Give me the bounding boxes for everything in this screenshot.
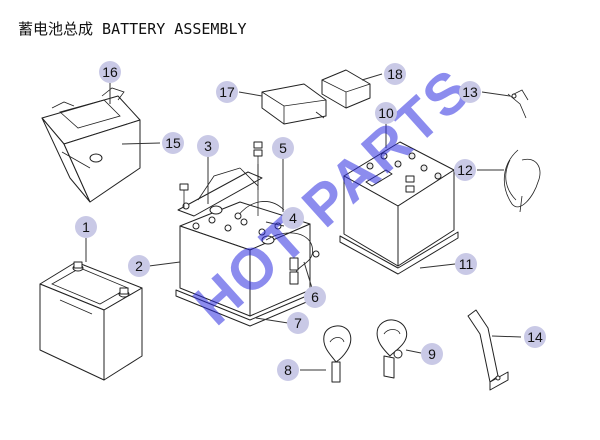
title-english: BATTERY ASSEMBLY [102, 20, 247, 38]
callout-13-number: 13 [462, 84, 478, 100]
terminal-clip-part-13 [507, 89, 529, 119]
callout-5: 5 [272, 137, 294, 159]
callout-12-number: 12 [457, 162, 473, 178]
callout-16: 16 [99, 61, 121, 83]
battery-tray-part [41, 87, 141, 203]
terminal-cover-part-18 [321, 69, 371, 109]
callout-17-number: 17 [219, 84, 235, 100]
page-title: 蓄电池总成 BATTERY ASSEMBLY [18, 18, 247, 39]
terminal-part-9 [376, 319, 408, 379]
callout-14: 14 [524, 326, 546, 348]
callout-7-number: 7 [294, 315, 302, 331]
callout-14-number: 14 [527, 329, 543, 345]
wiring-part-12 [503, 149, 541, 213]
base-plate-part-11 [339, 231, 459, 275]
callout-labels: 1 2 3 4 5 6 7 8 9 10 11 12 13 14 15 16 1… [75, 61, 546, 381]
callout-10-number: 10 [378, 105, 394, 121]
callout-8-number: 8 [284, 362, 292, 378]
callout-13: 13 [459, 81, 481, 103]
callout-3-number: 3 [204, 138, 212, 154]
callout-6: 6 [304, 286, 326, 308]
callout-10: 10 [375, 102, 397, 124]
callout-7: 7 [287, 312, 309, 334]
callout-2: 2 [128, 255, 150, 277]
callout-3: 3 [197, 135, 219, 157]
callout-18: 18 [384, 63, 406, 85]
battery-part-10 [343, 141, 455, 267]
callout-4: 4 [282, 207, 304, 229]
battery-part-2 [179, 201, 311, 317]
leader-lines [85, 73, 522, 371]
callout-4-number: 4 [289, 210, 297, 226]
callout-9-number: 9 [428, 346, 436, 362]
callout-1: 1 [75, 216, 97, 238]
callout-18-number: 18 [387, 66, 403, 82]
l-bracket-part [467, 309, 509, 391]
terminal-part-8 [323, 325, 352, 383]
battery-part-1 [39, 261, 143, 381]
callout-15-number: 15 [165, 135, 181, 151]
callout-16-number: 16 [102, 64, 118, 80]
callout-1-number: 1 [82, 219, 90, 235]
callout-12: 12 [454, 159, 476, 181]
title-chinese: 蓄电池总成 [18, 20, 94, 38]
hold-down-bracket-part [177, 167, 263, 217]
callout-2-number: 2 [135, 258, 143, 274]
callout-8: 8 [277, 359, 299, 381]
terminal-cover-part-17 [261, 83, 327, 125]
callout-11: 11 [455, 253, 477, 275]
callout-11-number: 11 [459, 256, 474, 272]
callout-5-number: 5 [279, 140, 287, 156]
callout-15: 15 [162, 132, 184, 154]
callout-6-number: 6 [311, 289, 319, 305]
cable-part-4 [234, 164, 285, 220]
callout-17: 17 [216, 81, 238, 103]
wire-harness-part [265, 232, 320, 285]
callout-9: 9 [421, 343, 443, 365]
